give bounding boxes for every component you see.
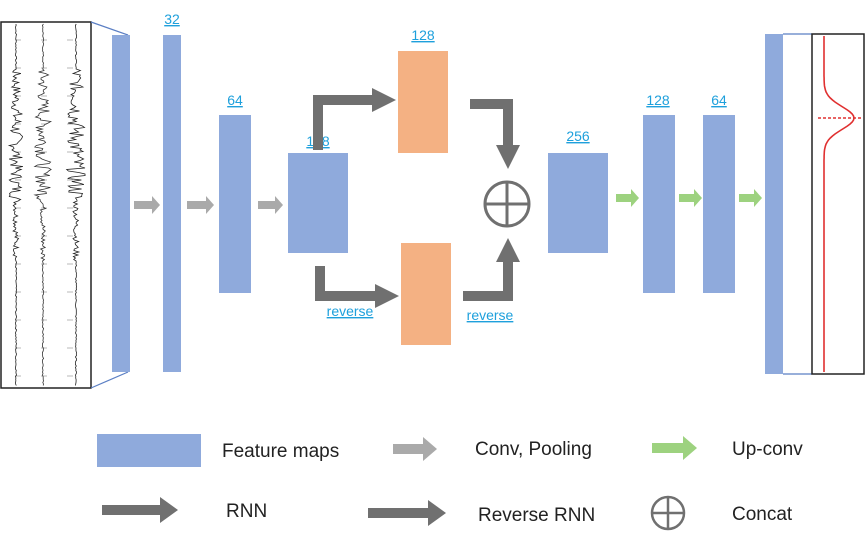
legend-up-conv-label: Up-conv xyxy=(732,439,803,460)
reverse-rnn-arrow-to-reverse xyxy=(315,266,400,309)
up-conv-arrow-2 xyxy=(679,189,702,207)
seismic-trace xyxy=(65,23,86,386)
up-conv-arrow-1 xyxy=(616,189,639,207)
seismic-traces xyxy=(7,23,86,386)
feature-map-128-up xyxy=(643,115,675,293)
feature-map-128 xyxy=(288,153,348,253)
legend-reverse-rnn-arrow xyxy=(368,500,446,526)
legend-conv-pooling-label: Conv, Pooling xyxy=(475,439,592,460)
feature-map-64 xyxy=(219,115,251,293)
conv-pooling-arrow-2 xyxy=(187,196,214,214)
output-frame xyxy=(811,33,865,375)
projection-line-top xyxy=(90,21,129,36)
seismic-trace xyxy=(33,23,52,386)
feature-map-256 xyxy=(548,153,608,253)
circle-plus-icon xyxy=(483,180,531,228)
channel-label-128-up: 128 xyxy=(646,92,670,108)
channel-label-64-up: 64 xyxy=(711,92,727,108)
rnn-block-forward xyxy=(398,51,448,153)
legend-feature-maps-label: Feature maps xyxy=(222,441,339,462)
legend-up-conv-arrow xyxy=(652,436,697,460)
legend-concat-icon xyxy=(650,495,686,531)
reverse-rnn-arrow-to-concat xyxy=(463,237,521,301)
rnn-block-reverse xyxy=(401,243,451,345)
channel-label-128-top: 128 xyxy=(411,27,435,43)
feature-map-input xyxy=(112,35,130,372)
feature-map-64-up xyxy=(703,115,735,293)
rnn-arrow-to-forward xyxy=(313,87,397,150)
channel-label-32: 32 xyxy=(164,11,180,27)
up-conv-arrow-3 xyxy=(739,189,762,207)
probability-curve xyxy=(823,36,855,372)
conv-pooling-arrow-1 xyxy=(134,196,160,214)
projection-line-bottom xyxy=(90,371,129,389)
waveform-input-panel xyxy=(0,21,92,389)
seismic-trace xyxy=(7,23,24,386)
legend-feature-maps-swatch xyxy=(97,434,201,467)
reverse-label-right: reverse xyxy=(467,307,514,323)
channel-label-256: 256 xyxy=(566,128,590,144)
legend-conv-pooling-arrow xyxy=(393,437,437,461)
feature-map-output xyxy=(765,34,783,374)
legend-rnn-label: RNN xyxy=(226,501,267,522)
conv-pooling-arrow-3 xyxy=(258,196,283,214)
legend-rnn-arrow xyxy=(102,497,178,523)
channel-label-64: 64 xyxy=(227,92,243,108)
output-probability-panel xyxy=(811,33,865,375)
feature-map-32 xyxy=(163,35,181,372)
legend-reverse-rnn-label: Reverse RNN xyxy=(478,505,595,526)
legend-concat-label: Concat xyxy=(732,504,793,525)
legend: Feature maps Conv, Pooling Up-conv RNN R… xyxy=(97,434,803,531)
rnn-arrow-to-concat xyxy=(470,99,521,170)
reverse-label-left: reverse xyxy=(327,303,374,319)
